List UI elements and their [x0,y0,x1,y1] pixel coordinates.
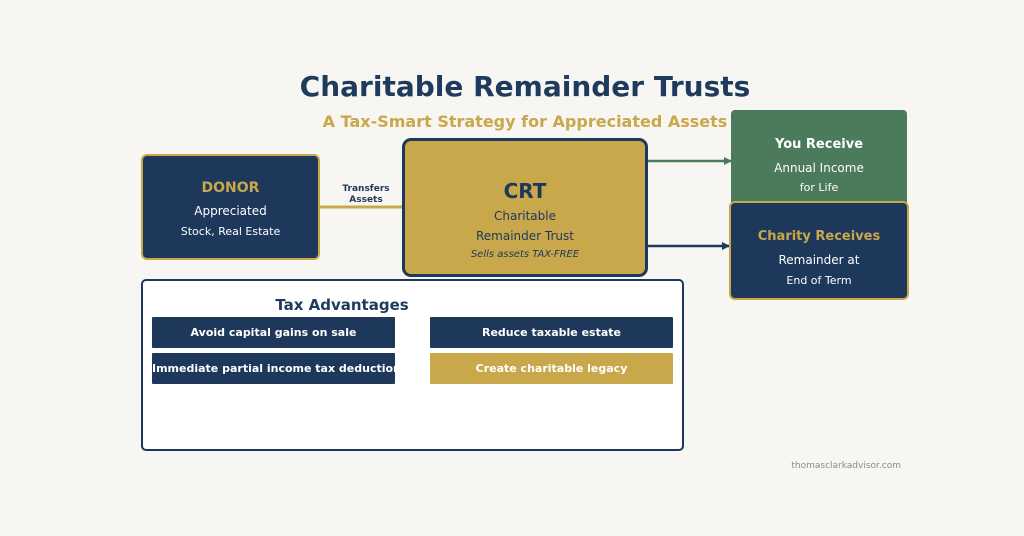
charity-line2: End of Term [786,274,852,287]
donor-line2: Stock, Real Estate [180,225,281,238]
crt-line2: Remainder Trust [476,229,574,243]
charity-line1: Remainder at [778,253,860,267]
crt-line1: Charitable [494,209,556,223]
page-subtitle: A Tax-Smart Strategy for Appreciated Ass… [322,112,728,131]
transfer-label: Transfers Assets [330,184,402,206]
tax-advantages-title: Tax Advantages [275,296,409,314]
donor-box: DONOR Appreciated Stock, Real Estate [141,154,320,260]
footer-website: thomasclarkadvisor.com [791,461,901,471]
donor-heading: DONOR [201,180,260,196]
you-receive-line1: Annual Income [774,161,864,175]
tax-item-capital-gains: Avoid capital gains on sale [152,317,395,348]
crt-note: Sells assets TAX-FREE [470,249,580,260]
donor-line1: Appreciated [194,204,267,218]
tax-item-income-deduction: Immediate partial income tax deduction [152,353,401,384]
you-receive-box: You Receive Annual Income for Life [731,110,907,208]
crt-heading: CRT [503,179,547,203]
tax-item-taxable-estate: Reduce taxable estate [430,317,673,348]
transfer-label-line2: Assets [349,195,383,205]
page-title: Charitable Remainder Trusts [299,70,751,103]
charity-heading: Charity Receives [757,229,881,244]
tax-item-charitable-legacy: Create charitable legacy [430,353,673,384]
transfer-label-line1: Transfers [342,184,390,194]
charity-receives-box: Charity Receives Remainder at End of Ter… [729,201,909,300]
you-receive-line2: for Life [799,181,839,194]
crt-box: CRT Charitable Remainder Trust Sells ass… [402,138,648,277]
you-receive-heading: You Receive [774,137,864,152]
